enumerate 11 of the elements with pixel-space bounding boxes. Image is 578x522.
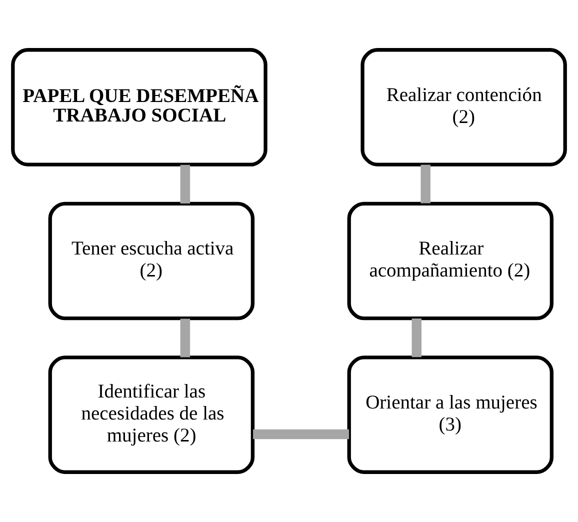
- connector: [180, 164, 190, 204]
- node-box: PAPEL QUE DESEMPEÑA TRABAJO SOCIAL: [11, 48, 268, 166]
- connector: [253, 429, 350, 440]
- node-box: Realizar contención (2): [360, 48, 567, 166]
- node-box: Orientar a las mujeres (3): [347, 356, 554, 474]
- connector: [180, 318, 190, 358]
- connector: [420, 164, 430, 204]
- node-box: Identificar las necesidades de las mujeres (2): [48, 356, 255, 474]
- node-box: Tener escucha activa (2): [48, 202, 255, 320]
- node-box: Realizar acompañamiento (2): [347, 202, 554, 320]
- connector: [412, 318, 422, 358]
